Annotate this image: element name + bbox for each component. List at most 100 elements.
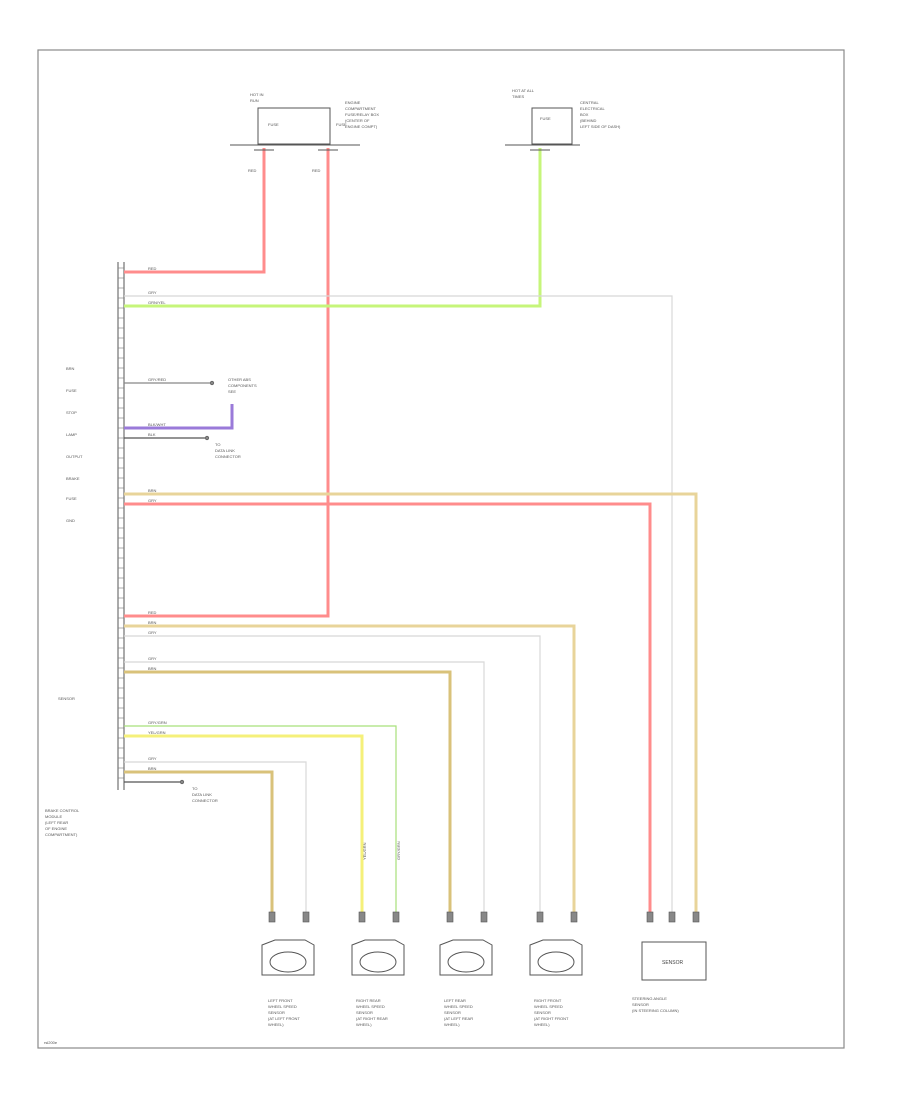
lf-sensor-body [261, 939, 315, 976]
steering-angle-sensor: SENSOR STEERING ANGLE SENSOR (IN STEERIN… [632, 911, 707, 1013]
wire-label-w19: BLK [148, 432, 156, 437]
wire-label-w18: BRN [148, 766, 157, 771]
left-pin-label-1: BRN [66, 366, 75, 371]
rr-sensor-body [351, 939, 405, 976]
control-module-label-1: BRAKE CONTROL [45, 808, 80, 813]
yaw-label-2: SENSOR [632, 1002, 649, 1007]
fuse-block-a-side-4: (CENTER OF [345, 118, 370, 123]
rf-sensor-lens [537, 951, 575, 973]
yaw-sensor-box [641, 941, 707, 981]
lf-label-1: LEFT FRONT [268, 998, 293, 1003]
control-module: BRAKE CONTROL MODULE (LEFT REAR OF ENGIN… [45, 262, 125, 837]
left-pin-label-8: GND [66, 518, 75, 523]
lf-label-4: (AT LEFT FRONT [268, 1016, 300, 1021]
lr-term-1 [446, 911, 454, 923]
rr-label-2: WHEEL SPEED [356, 1004, 385, 1009]
rf-label-3: SENSOR [534, 1010, 551, 1015]
lf-label-3: SENSOR [268, 1010, 285, 1015]
left-pin-label-7: FUSE [66, 496, 77, 501]
wire-label-w5: GRY/RED [148, 377, 166, 382]
wire-dark-bottom-end [179, 779, 185, 785]
lf-term-1 [268, 911, 276, 923]
rr-term-2 [392, 911, 400, 923]
left-pin-label-3: STOP [66, 410, 77, 415]
rf-term-2 [570, 911, 578, 923]
fuse-block-a-fuse2: FUSE [336, 122, 347, 127]
wire-red-fuse-a-2 [124, 148, 330, 618]
fuse-block-a-fuse1: FUSE [268, 122, 279, 127]
fuse-block-b-title-2: TIMES [512, 94, 525, 99]
wire-label-w6: BLK/WHT [148, 422, 166, 427]
wire-gray-green-rr [124, 725, 397, 912]
fuse-block-b: HOT AT ALL TIMES FUSE CENTRAL ELECTRICAL… [505, 88, 621, 146]
wheel-sensor-rf: RIGHT FRONT WHEEL SPEED SENSOR (AT RIGHT… [529, 911, 583, 1027]
rr-label-4: (AT RIGHT REAR [356, 1016, 388, 1021]
wire-purple [124, 404, 234, 430]
wire-label-w17: GRY [148, 756, 157, 761]
wire-red-yaw [124, 502, 652, 912]
lr-sensor-body [439, 939, 493, 976]
rf-term-1 [536, 911, 544, 923]
fuse-block-a: HOT IN RUN FUSE FUSE ENGINE COMPARTMENT … [230, 92, 379, 146]
wire-gray-rf [124, 635, 541, 912]
rf-sensor-body [529, 939, 583, 976]
yaw-term-2 [668, 911, 676, 923]
control-module-label-2: MODULE [45, 814, 62, 819]
rr-label-5: WHEEL) [356, 1022, 372, 1027]
rr-term-1 [358, 911, 366, 923]
control-module-label-3: (LEFT REAR [45, 820, 68, 825]
rf-label-5: WHEEL) [534, 1022, 550, 1027]
note-a-1: OTHER ABS [228, 377, 251, 382]
wire-gray-to-yaw [124, 295, 673, 912]
fuse-block-a-side-3: FUSE/RELAY BOX [345, 112, 379, 117]
fuse-block-b-title-1: HOT AT ALL [512, 88, 535, 93]
fuse-block-b-side-4: (BEHIND [580, 118, 597, 123]
left-pin-label-6: BRAKE [66, 476, 80, 481]
wire-tan-lf [124, 770, 274, 912]
fuse-block-a-box [257, 107, 331, 145]
wire-label-w7: BRN [148, 488, 157, 493]
wire-label-w3: GRY [148, 290, 157, 295]
fuse-block-a-side-1: ENGINE [345, 100, 361, 105]
wire-label-w8: GRY [148, 498, 157, 503]
fuse-block-b-side-3: BOX [580, 112, 589, 117]
lf-sensor-lens [269, 951, 307, 973]
wire-green-fuse-b [124, 148, 542, 308]
wire-label-w1: RED [248, 168, 257, 173]
note-a-2: COMPONENTS [228, 383, 257, 388]
connector-pins [118, 267, 124, 779]
wire-tan-lr [124, 670, 452, 912]
fuse-block-b-box [531, 107, 573, 145]
wire-label-w4: GRN/YEL [148, 300, 166, 305]
wire-label-w12: GRY [148, 630, 157, 635]
note-c-1: TO [215, 442, 220, 447]
note-b-3: CONNECTOR [192, 798, 218, 803]
wire-label-vert-a: YEL/GRN [362, 842, 367, 860]
wire-tan-rf [124, 624, 576, 912]
yaw-label-3: (IN STEERING COLUMN) [632, 1008, 679, 1013]
yaw-term-1 [646, 911, 654, 923]
lr-label-1: LEFT REAR [444, 998, 466, 1003]
watermark: rsl200e [44, 1040, 58, 1045]
lf-label-2: WHEEL SPEED [268, 1004, 297, 1009]
wire-label-w11: BRN [148, 620, 157, 625]
wire-yellow-rr [124, 734, 364, 912]
wire-dark-end [204, 435, 210, 441]
control-module-label-4: OF ENGINE [45, 826, 67, 831]
left-pin-labels: BRN FUSE STOP LAMP OUTPUT BRAKE FUSE GND… [58, 366, 83, 701]
fuse-block-b-fuse: FUSE [540, 116, 551, 121]
wire-tan-yaw [124, 492, 698, 912]
lr-term-2 [480, 911, 488, 923]
wheel-sensor-lf: LEFT FRONT WHEEL SPEED SENSOR (AT LEFT F… [261, 911, 315, 1027]
rf-label-2: WHEEL SPEED [534, 1004, 563, 1009]
left-pin-label-9: SENSOR [58, 696, 75, 701]
wire-label-w9: RED [148, 266, 157, 271]
wires: RED RED RED RED GRN/YEL GRY GRY/RED OTHE… [124, 148, 698, 912]
wire-gray-lr [124, 661, 485, 912]
wheel-sensor-rr: RIGHT REAR WHEEL SPEED SENSOR (AT RIGHT … [351, 911, 405, 1027]
lr-label-2: WHEEL SPEED [444, 1004, 473, 1009]
wire-gray-red-end [209, 380, 215, 386]
note-c-3: CONNECTOR [215, 454, 241, 459]
yaw-term-3 [692, 911, 700, 923]
